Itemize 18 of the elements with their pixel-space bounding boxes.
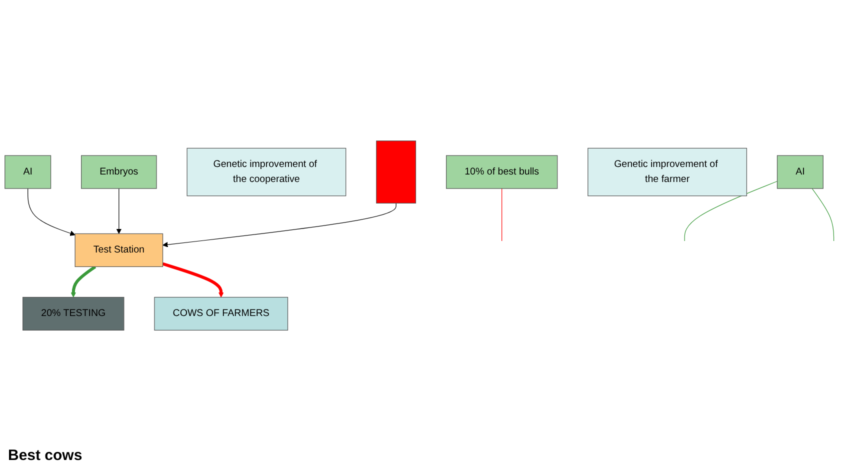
node-box: 10% of best bulls: [446, 156, 558, 190]
node-box: 20% TESTING: [22, 297, 124, 331]
note-text: Best cows: [8, 447, 82, 464]
node-box: AI: [4, 156, 52, 190]
arrow: [70, 266, 96, 298]
node-box: COWS OF FARMERS: [154, 297, 288, 331]
node-box: Genetic improvement of the farmer: [588, 148, 748, 197]
node-box: Embryos: [81, 156, 157, 190]
arrow: [162, 203, 396, 248]
connector: [812, 188, 834, 242]
connector: [684, 181, 778, 242]
node-box: Genetic improvement of the cooperative: [186, 148, 346, 197]
arrow: [162, 262, 224, 298]
node-box: AI: [776, 156, 824, 190]
arrow: [28, 188, 76, 236]
node-box: Test Station: [74, 234, 164, 268]
arrow: [116, 188, 122, 234]
node-bar: [376, 141, 416, 204]
